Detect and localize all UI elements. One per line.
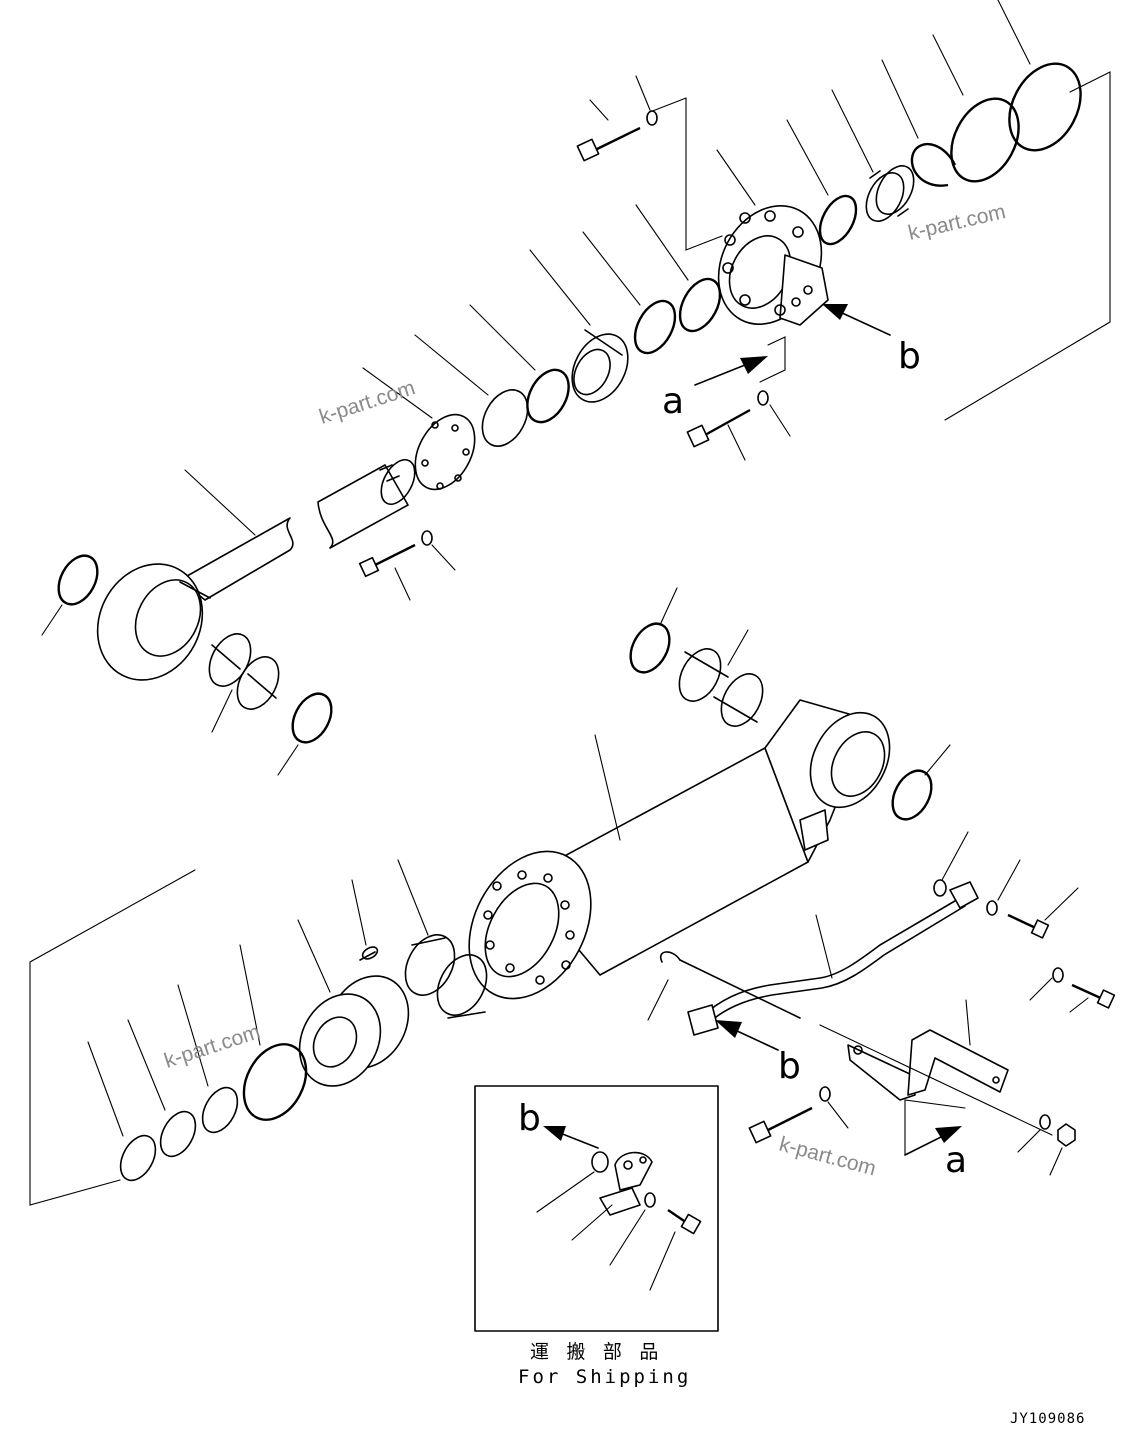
washer-pipe-bottom <box>1052 967 1064 983</box>
shipping-washer <box>644 1192 656 1208</box>
inset-frame <box>474 1085 719 1332</box>
pipe-o-ring <box>933 879 947 897</box>
piston-ring-b <box>159 1110 197 1158</box>
shipping-plug <box>591 1151 609 1173</box>
lower-group-bracket <box>29 869 196 1206</box>
snap-ring <box>910 143 957 187</box>
clamp-bracket <box>847 1029 1009 1101</box>
bolt-bracket-bottom <box>759 336 786 383</box>
shipping-bolt <box>667 1209 702 1235</box>
piston-ring-c <box>119 1134 157 1182</box>
washer-clamp-right <box>1039 1114 1051 1130</box>
shipping-inset: b 運 搬 部 品 For Shipping <box>474 1085 719 1388</box>
bolt-bracket-top <box>649 97 723 251</box>
piston <box>298 975 410 1087</box>
leader-lines-inset <box>536 1171 676 1291</box>
leader-lines-upper <box>41 0 1031 776</box>
washer-flange <box>421 530 433 546</box>
buffer-ring <box>678 277 722 333</box>
watermark-lower-left: k-part.com <box>161 1020 262 1073</box>
o-ring-large <box>950 97 1020 183</box>
pipe-assembly <box>659 881 979 1036</box>
callout-b-inset: b <box>518 1098 541 1139</box>
bolt-clamp <box>748 1106 813 1144</box>
wear-ring-band <box>404 934 488 1019</box>
bolt-head-bottom <box>686 408 751 448</box>
cyl-bottom-seal-right <box>891 769 933 821</box>
rod-end-bushing <box>208 633 280 710</box>
bolt-pipe-flange-bottom <box>1071 983 1116 1009</box>
rod-end-dust-seal-right <box>291 692 333 744</box>
callout-a-upper: a <box>662 381 684 422</box>
washer-head-bottom <box>757 390 769 406</box>
washer-top <box>646 110 658 126</box>
shipping-flange-cover <box>614 1151 653 1191</box>
cyl-bottom-bushing <box>678 648 764 727</box>
piston-ring-a <box>201 1086 239 1134</box>
bushing-ring <box>865 165 915 222</box>
bolt-pipe-flange-top <box>1007 913 1050 939</box>
arrow-a-upper <box>694 356 768 386</box>
upper-group-bracket <box>944 71 1111 421</box>
callout-a-lower: a <box>945 1140 967 1181</box>
piston-seal <box>242 1043 308 1121</box>
bolt-flange <box>358 543 416 578</box>
cylinder-head <box>717 205 829 326</box>
watermark-upper-left: k-part.com <box>316 376 417 429</box>
o-ring-large-outer <box>1008 62 1082 152</box>
inset-caption-jp: 運 搬 部 品 <box>530 1341 661 1363</box>
arrow-b-upper <box>822 304 891 336</box>
arrow-b-lower <box>715 1020 779 1051</box>
cyl-bottom-seal-left <box>629 622 671 674</box>
drawing-code: JY109086 <box>1010 1411 1085 1427</box>
upper-assembly-group: a b <box>41 0 1111 776</box>
arrow-b-inset <box>543 1126 599 1149</box>
rod-packing <box>633 299 677 355</box>
wiper-ring <box>481 389 529 447</box>
seal-ring-small <box>818 194 858 246</box>
watermark-lower-right: k-part.com <box>777 1133 879 1181</box>
watermark-top-right: k-part.com <box>906 200 1008 245</box>
leader-lines-lower <box>87 587 1089 1176</box>
arrow-a-lower <box>904 1126 962 1156</box>
rod-end-dust-seal-left <box>57 554 99 606</box>
rod-bushing <box>571 329 629 403</box>
nut-clamp <box>1057 1123 1076 1147</box>
dust-seal <box>526 368 570 424</box>
flange-plate <box>414 413 476 491</box>
washer-pipe-top <box>986 900 998 916</box>
piston-rod <box>96 459 416 681</box>
cylinder-tube <box>468 699 891 1000</box>
washer-clamp <box>819 1086 831 1102</box>
set-screw <box>359 946 379 961</box>
lower-assembly-group: b a <box>29 587 1116 1206</box>
bolt-head-top <box>576 126 641 162</box>
inset-caption-en: For Shipping <box>518 1366 691 1388</box>
callout-b-lower: b <box>778 1046 801 1087</box>
callout-b-upper: b <box>898 336 921 377</box>
